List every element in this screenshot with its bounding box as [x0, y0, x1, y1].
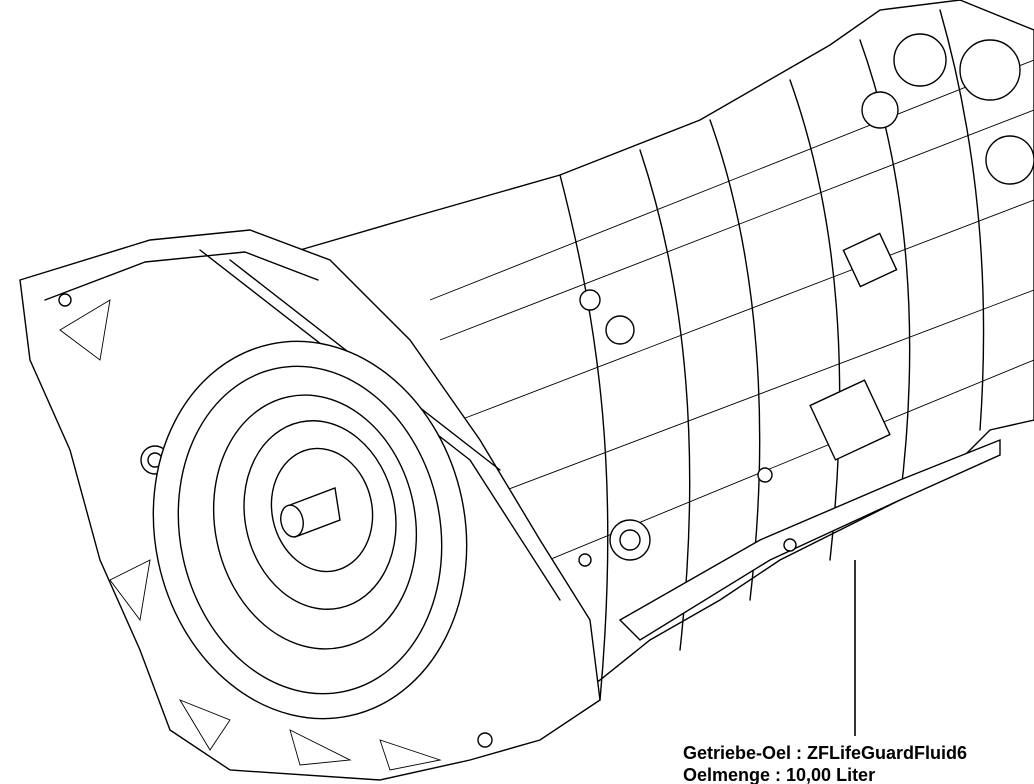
oil-spec-callout: Getriebe-Oel : ZFLifeGuardFluid6 Oelmeng… — [683, 742, 967, 784]
oil-quantity-line: Oelmenge : 10,00 Liter — [683, 765, 876, 784]
torque-converter — [152, 340, 468, 720]
oil-type-line: Getriebe-Oel : ZFLifeGuardFluid6 — [683, 743, 968, 763]
